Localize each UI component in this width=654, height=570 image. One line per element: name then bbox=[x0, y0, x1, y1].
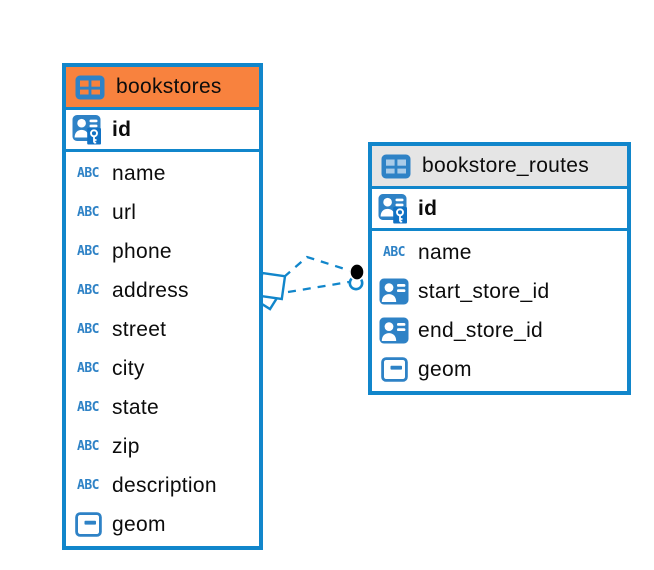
column-name: city bbox=[112, 356, 145, 380]
table-name: bookstores bbox=[116, 75, 222, 98]
text-icon: ABC bbox=[77, 166, 99, 181]
text-icon: ABC bbox=[77, 244, 99, 259]
table-icon bbox=[73, 75, 107, 100]
column-row-name[interactable]: ABC name bbox=[372, 233, 627, 272]
text-icon: ABC bbox=[77, 478, 99, 493]
connector-endpoint[interactable] bbox=[348, 262, 365, 291]
person-icon bbox=[377, 278, 411, 305]
column-row-street[interactable]: ABC street bbox=[66, 310, 259, 349]
column-name: url bbox=[112, 200, 137, 224]
table-header-bookstores[interactable]: bookstores bbox=[66, 67, 259, 110]
text-icon: ABC bbox=[77, 400, 99, 415]
column-row-url[interactable]: ABC url bbox=[66, 193, 259, 232]
table-name: bookstore_routes bbox=[422, 154, 590, 177]
column-row-description[interactable]: ABC description bbox=[66, 466, 259, 505]
connector-line-lower[interactable] bbox=[287, 280, 350, 294]
relationship-link-lines[interactable] bbox=[283, 255, 352, 294]
person-key-icon bbox=[71, 114, 105, 145]
column-row-address[interactable]: ABC address bbox=[66, 271, 259, 310]
column-name: zip bbox=[112, 434, 140, 458]
text-icon: ABC bbox=[77, 361, 99, 376]
key-section: id bbox=[372, 189, 627, 231]
column-name: street bbox=[112, 317, 167, 341]
table-header-bookstore-routes[interactable]: bookstore_routes bbox=[372, 146, 627, 189]
table-icon bbox=[379, 154, 413, 179]
column-row-name[interactable]: ABC name bbox=[66, 154, 259, 193]
column-row-phone[interactable]: ABC phone bbox=[66, 232, 259, 271]
column-row-end_store_id[interactable]: end_store_id bbox=[372, 311, 627, 350]
column-row-start_store_id[interactable]: start_store_id bbox=[372, 272, 627, 311]
column-name: geom bbox=[418, 357, 472, 381]
key-row-id[interactable]: id bbox=[372, 189, 627, 228]
column-name: name bbox=[112, 161, 166, 185]
text-icon: ABC bbox=[77, 322, 99, 337]
table-bookstore-routes[interactable]: bookstore_routes id ABC name start_store_i… bbox=[368, 142, 631, 395]
column-row-geom[interactable]: geom bbox=[66, 505, 259, 544]
person-icon bbox=[377, 317, 411, 344]
text-icon: ABC bbox=[77, 439, 99, 454]
text-icon: ABC bbox=[383, 245, 405, 260]
column-row-city[interactable]: ABC city bbox=[66, 349, 259, 388]
connector-line-upper[interactable] bbox=[283, 255, 352, 278]
text-icon: ABC bbox=[77, 283, 99, 298]
geometry-icon bbox=[377, 357, 411, 382]
column-name: end_store_id bbox=[418, 318, 544, 342]
column-name: geom bbox=[112, 512, 166, 536]
connector-anchor-dot[interactable] bbox=[349, 262, 365, 281]
key-name: id bbox=[112, 117, 132, 141]
key-row-id[interactable]: id bbox=[66, 110, 259, 149]
column-name: address bbox=[112, 278, 189, 302]
key-section: id bbox=[66, 110, 259, 152]
column-name: state bbox=[112, 395, 160, 419]
column-name: description bbox=[112, 473, 217, 497]
text-icon: ABC bbox=[77, 205, 99, 220]
column-row-zip[interactable]: ABC zip bbox=[66, 427, 259, 466]
column-name: name bbox=[418, 240, 472, 264]
column-row-state[interactable]: ABC state bbox=[66, 388, 259, 427]
person-key-icon bbox=[377, 193, 411, 224]
geometry-icon bbox=[71, 512, 105, 537]
column-name: phone bbox=[112, 239, 172, 263]
key-name: id bbox=[418, 196, 438, 220]
column-row-geom[interactable]: geom bbox=[372, 350, 627, 389]
column-name: start_store_id bbox=[418, 279, 550, 303]
